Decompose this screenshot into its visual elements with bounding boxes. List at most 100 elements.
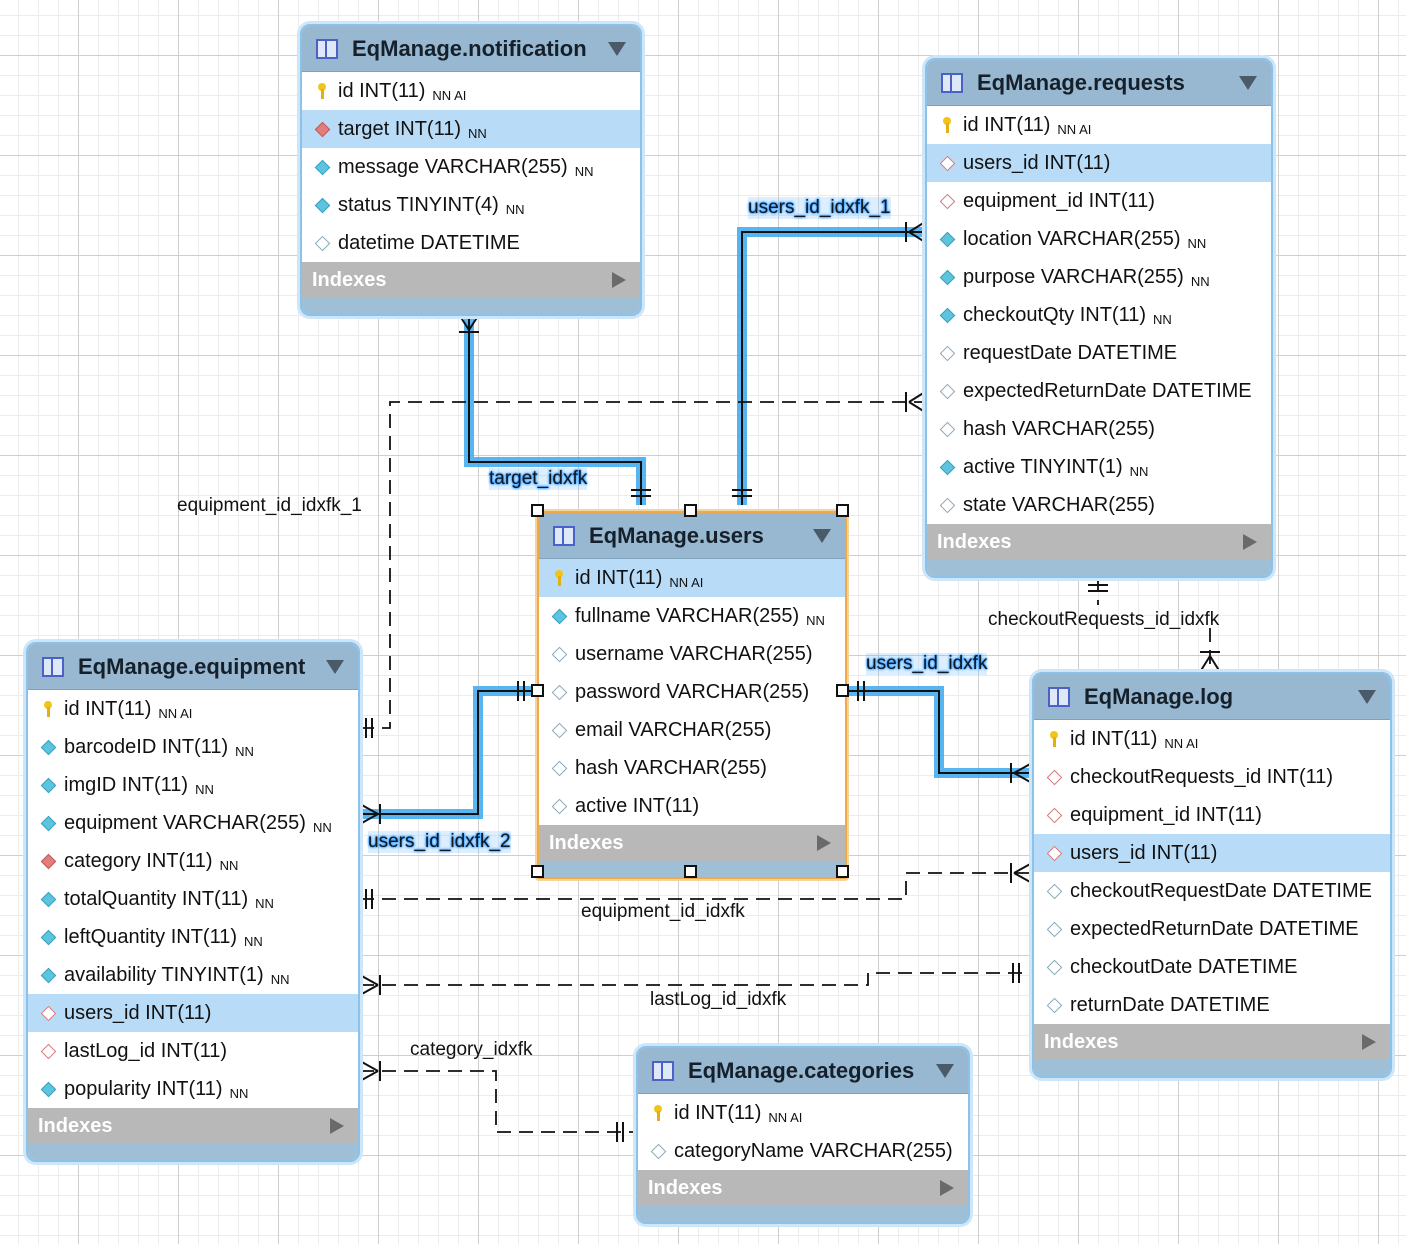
indexes-bar[interactable]: Indexes: [539, 825, 845, 861]
relation-label-target-idxfk[interactable]: target_idxfk: [489, 468, 588, 490]
resize-handle-s[interactable]: [684, 865, 697, 878]
column-row[interactable]: expectedReturnDate DATETIME: [1034, 910, 1390, 948]
column-row[interactable]: imgID INT(11)NN: [28, 766, 358, 804]
resize-handle-e[interactable]: [836, 684, 849, 697]
table-equipment[interactable]: EqManage.equipment id INT(11)NN AI barco…: [26, 642, 360, 1162]
notnull-diamond-icon: [40, 739, 57, 756]
column-row[interactable]: checkoutRequestDate DATETIME: [1034, 872, 1390, 910]
column-row[interactable]: purpose VARCHAR(255)NN: [927, 258, 1271, 296]
relation-label-lastlog-idxfk[interactable]: lastLog_id_idxfk: [650, 989, 787, 1010]
resize-handle-w[interactable]: [531, 684, 544, 697]
notnull-diamond-icon: [40, 929, 57, 946]
column-row[interactable]: target INT(11)NN: [302, 110, 640, 148]
indexes-bar[interactable]: Indexes: [302, 262, 640, 298]
expand-arrow-icon[interactable]: [1243, 534, 1257, 550]
column-row[interactable]: users_id INT(11): [28, 994, 358, 1032]
column-row[interactable]: users_id INT(11): [927, 144, 1271, 182]
relation-label-equipment-idxfk-1[interactable]: equipment_id_idxfk_1: [177, 495, 362, 516]
column-row[interactable]: location VARCHAR(255)NN: [927, 220, 1271, 258]
resize-handle-ne[interactable]: [836, 504, 849, 517]
column-row[interactable]: categoryName VARCHAR(255): [638, 1132, 968, 1170]
expand-arrow-icon[interactable]: [940, 1180, 954, 1196]
table-header[interactable]: EqManage.categories: [638, 1048, 968, 1094]
relation-label-users-idxfk-2[interactable]: users_id_idxfk_2: [368, 831, 511, 853]
column-row[interactable]: users_id INT(11): [1034, 834, 1390, 872]
table-header[interactable]: EqManage.notification: [302, 26, 640, 72]
column-row[interactable]: returnDate DATETIME: [1034, 986, 1390, 1024]
column-name: equipment VARCHAR(255): [64, 811, 306, 834]
column-row[interactable]: id INT(11)NN AI: [638, 1094, 968, 1132]
column-row[interactable]: hash VARCHAR(255): [539, 749, 845, 787]
column-row[interactable]: id INT(11)NN AI: [1034, 720, 1390, 758]
column-row[interactable]: active TINYINT(1)NN: [927, 448, 1271, 486]
relation-label-equipment-idxfk[interactable]: equipment_id_idxfk: [581, 901, 745, 922]
table-users[interactable]: EqManage.users id INT(11)NN AI fullname …: [537, 511, 847, 879]
chevron-down-icon[interactable]: [813, 528, 831, 543]
column-row[interactable]: email VARCHAR(255): [539, 711, 845, 749]
column-row[interactable]: requestDate DATETIME: [927, 334, 1271, 372]
column-row[interactable]: equipment VARCHAR(255)NN: [28, 804, 358, 842]
indexes-bar[interactable]: Indexes: [1034, 1024, 1390, 1060]
indexes-label: Indexes: [312, 268, 387, 291]
column-flags: NN: [229, 1085, 249, 1101]
column-row[interactable]: username VARCHAR(255): [539, 635, 845, 673]
column-row[interactable]: fullname VARCHAR(255)NN: [539, 597, 845, 635]
relation-label-users-idxfk[interactable]: users_id_idxfk: [866, 653, 988, 675]
column-row[interactable]: category INT(11)NN: [28, 842, 358, 880]
column-row[interactable]: checkoutDate DATETIME: [1034, 948, 1390, 986]
column-row[interactable]: hash VARCHAR(255): [927, 410, 1271, 448]
table-header[interactable]: EqManage.equipment: [28, 644, 358, 690]
table-header[interactable]: EqManage.log: [1034, 674, 1390, 720]
column-row[interactable]: totalQuantity INT(11)NN: [28, 880, 358, 918]
indexes-bar[interactable]: Indexes: [28, 1108, 358, 1144]
column-row[interactable]: barcodeID INT(11)NN: [28, 728, 358, 766]
column-row[interactable]: checkoutQty INT(11)NN: [927, 296, 1271, 334]
column-row[interactable]: popularity INT(11)NN: [28, 1070, 358, 1108]
chevron-down-icon[interactable]: [326, 659, 344, 674]
column-row[interactable]: id INT(11)NN AI: [302, 72, 640, 110]
table-notification[interactable]: EqManage.notification id INT(11)NN AI ta…: [300, 24, 642, 316]
column-row[interactable]: equipment_id INT(11): [927, 182, 1271, 220]
table-header[interactable]: EqManage.users: [539, 513, 845, 559]
column-row[interactable]: availability TINYINT(1)NN: [28, 956, 358, 994]
column-row[interactable]: status TINYINT(4)NN: [302, 186, 640, 224]
table-categories[interactable]: EqManage.categories id INT(11)NN AI cate…: [636, 1046, 970, 1224]
chevron-down-icon[interactable]: [1239, 75, 1257, 90]
indexes-bar[interactable]: Indexes: [638, 1170, 968, 1206]
column-row[interactable]: datetime DATETIME: [302, 224, 640, 262]
table-requests[interactable]: EqManage.requests id INT(11)NN AI users_…: [925, 58, 1273, 578]
table-log[interactable]: EqManage.log id INT(11)NN AI checkoutReq…: [1032, 672, 1392, 1078]
relation-label-category-idxfk[interactable]: category_idxfk: [410, 1039, 533, 1060]
column-row[interactable]: expectedReturnDate DATETIME: [927, 372, 1271, 410]
chevron-down-icon[interactable]: [936, 1063, 954, 1078]
column-row[interactable]: id INT(11)NN AI: [927, 106, 1271, 144]
relation-label-checkoutrequests-idxfk[interactable]: checkoutRequests_id_idxfk: [988, 609, 1220, 630]
column-row[interactable]: leftQuantity INT(11)NN: [28, 918, 358, 956]
nullable-diamond-icon: [939, 497, 956, 514]
rel-users2-glow: [360, 686, 537, 819]
chevron-down-icon[interactable]: [608, 41, 626, 56]
column-row[interactable]: password VARCHAR(255): [539, 673, 845, 711]
resize-handle-n[interactable]: [684, 504, 697, 517]
expand-arrow-icon[interactable]: [1362, 1034, 1376, 1050]
indexes-label: Indexes: [648, 1176, 723, 1199]
column-row[interactable]: message VARCHAR(255)NN: [302, 148, 640, 186]
resize-handle-sw[interactable]: [531, 865, 544, 878]
column-row[interactable]: lastLog_id INT(11): [28, 1032, 358, 1070]
expand-arrow-icon[interactable]: [612, 272, 626, 288]
notnull-diamond-icon: [314, 159, 331, 176]
expand-arrow-icon[interactable]: [330, 1118, 344, 1134]
indexes-bar[interactable]: Indexes: [927, 524, 1271, 560]
expand-arrow-icon[interactable]: [817, 835, 831, 851]
table-header[interactable]: EqManage.requests: [927, 60, 1271, 106]
column-row[interactable]: equipment_id INT(11): [1034, 796, 1390, 834]
column-row[interactable]: state VARCHAR(255): [927, 486, 1271, 524]
resize-handle-se[interactable]: [836, 865, 849, 878]
column-row[interactable]: active INT(11): [539, 787, 845, 825]
column-row[interactable]: checkoutRequests_id INT(11): [1034, 758, 1390, 796]
relation-label-users-idxfk-1[interactable]: users_id_idxfk_1: [748, 197, 891, 219]
column-row[interactable]: id INT(11)NN AI: [28, 690, 358, 728]
chevron-down-icon[interactable]: [1358, 689, 1376, 704]
resize-handle-nw[interactable]: [531, 504, 544, 517]
column-row[interactable]: id INT(11)NN AI: [539, 559, 845, 597]
